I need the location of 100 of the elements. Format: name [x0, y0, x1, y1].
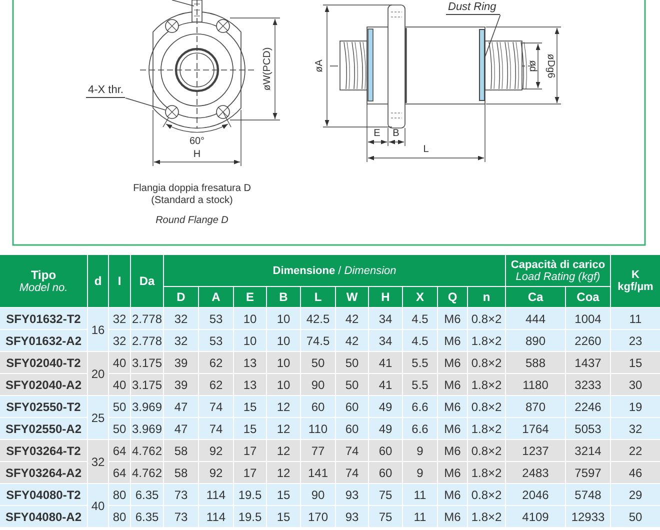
header-cell: E — [234, 287, 266, 307]
table-cell: 11 — [403, 484, 437, 505]
table-cell: 11 — [611, 308, 660, 329]
header-text: K — [632, 269, 640, 281]
header-cell: I — [109, 255, 130, 307]
table-cell: 40 — [109, 352, 130, 373]
table-cell: 42 — [336, 330, 368, 351]
header-cell: L — [301, 287, 335, 307]
dimension-label: H — [193, 150, 201, 160]
table-cell: 23 — [611, 330, 660, 351]
table-cell: 870 — [506, 396, 565, 417]
table-cell: 890 — [506, 330, 565, 351]
table-cell: 60 — [336, 418, 368, 439]
table-cell: 1.8×2 — [468, 462, 505, 483]
table-cell: 32 — [109, 330, 130, 351]
table-cell: 60 — [336, 396, 368, 417]
dimension-label: ød — [527, 60, 537, 72]
table-cell: 19.5 — [234, 484, 266, 505]
table-cell: 4109 — [506, 506, 565, 527]
table-cell: 12 — [267, 462, 300, 483]
header-cell: Ca — [506, 287, 565, 307]
header-cell: X — [403, 287, 437, 307]
table-cell: 114 — [199, 506, 233, 527]
leader-label: Dust Ring — [446, 1, 500, 15]
table-cell: 60 — [369, 440, 402, 461]
table-cell: 49 — [369, 396, 402, 417]
table-cell: 93 — [336, 506, 368, 527]
header-cell: A — [199, 287, 233, 307]
table-cell: 10 — [267, 308, 300, 329]
table-cell: 74 — [336, 440, 368, 461]
table-cell: 34 — [369, 330, 402, 351]
table-cell: SFY02040-T2 — [0, 352, 87, 373]
table-cell: M6 — [438, 352, 467, 373]
header-cell: W — [336, 287, 368, 307]
table-cell: 40 — [88, 484, 108, 527]
table-cell: 39 — [164, 374, 198, 395]
table-cell: 50 — [109, 396, 130, 417]
table-cell: SFY04080-A2 — [0, 506, 87, 527]
table-cell: 50 — [336, 374, 368, 395]
table-cell: 73 — [164, 506, 198, 527]
table-cell: 10 — [267, 374, 300, 395]
table-cell: 1237 — [506, 440, 565, 461]
table-cell: 64 — [109, 462, 130, 483]
table-cell: SFY01632-T2 — [0, 308, 87, 329]
table-cell: 47 — [164, 418, 198, 439]
dust-ring — [479, 29, 485, 101]
table-cell: 2483 — [506, 462, 565, 483]
table-cell: 42 — [336, 308, 368, 329]
table-cell: 75 — [369, 506, 402, 527]
table-cell: 58 — [164, 462, 198, 483]
dimension-label: øW(PCD) — [263, 47, 273, 91]
table-cell: SFY02550-A2 — [0, 418, 87, 439]
table-cell: 0.8×2 — [468, 308, 505, 329]
table-cell: 6.6 — [403, 418, 437, 439]
dimension-label: øA — [315, 60, 325, 72]
table-cell: 6.6 — [403, 396, 437, 417]
table-cell: 5053 — [566, 418, 610, 439]
table-cell: 15 — [234, 396, 266, 417]
table-cell: 6.35 — [131, 484, 163, 505]
table-cell: 50 — [109, 418, 130, 439]
dimension-label: L — [423, 145, 429, 155]
leader-line — [125, 98, 166, 110]
header-cell: B — [267, 287, 300, 307]
table-cell: M6 — [438, 506, 467, 527]
table-cell: 40 — [109, 374, 130, 395]
table-cell: 32 — [88, 440, 108, 483]
table-cell: M6 — [438, 396, 467, 417]
table-cell: 1764 — [506, 418, 565, 439]
table-cell: 3.175 — [131, 352, 163, 373]
table-cell: 444 — [506, 308, 565, 329]
table-cell: 60 — [301, 396, 335, 417]
table-cell: 3.175 — [131, 374, 163, 395]
table-cell: 10 — [267, 330, 300, 351]
table-cell: 62 — [199, 374, 233, 395]
header-text: Capacità di carico — [510, 258, 606, 270]
table-cell: 3.969 — [131, 396, 163, 417]
table-cell: 2260 — [566, 330, 610, 351]
dimension-label: øDg6 — [545, 54, 555, 78]
table-cell: M6 — [438, 440, 467, 461]
table-cell: 2.778 — [131, 330, 163, 351]
table-cell: SFY01632-A2 — [0, 330, 87, 351]
table-cell: 13 — [234, 374, 266, 395]
table-cell: 5.5 — [403, 352, 437, 373]
dimension-label: E — [374, 129, 380, 139]
table-cell: 170 — [301, 506, 335, 527]
table-cell: 6.35 — [131, 506, 163, 527]
table-cell: 74 — [199, 418, 233, 439]
table-cell: 46 — [611, 462, 660, 483]
header-subtext: Load Rating (kgf) — [516, 270, 600, 282]
table-cell: 4.5 — [403, 330, 437, 351]
table-cell: 12 — [267, 418, 300, 439]
table-cell: 1004 — [566, 308, 610, 329]
table-cell: 1.8×2 — [468, 418, 505, 439]
table-cell: SFY03264-T2 — [0, 440, 87, 461]
table-cell: 17 — [234, 440, 266, 461]
table-cell: M6 — [438, 418, 467, 439]
table-cell: 10 — [234, 330, 266, 351]
header-cell: n — [468, 287, 505, 307]
table-cell: 34 — [369, 308, 402, 329]
table-cell: 50 — [611, 506, 660, 527]
